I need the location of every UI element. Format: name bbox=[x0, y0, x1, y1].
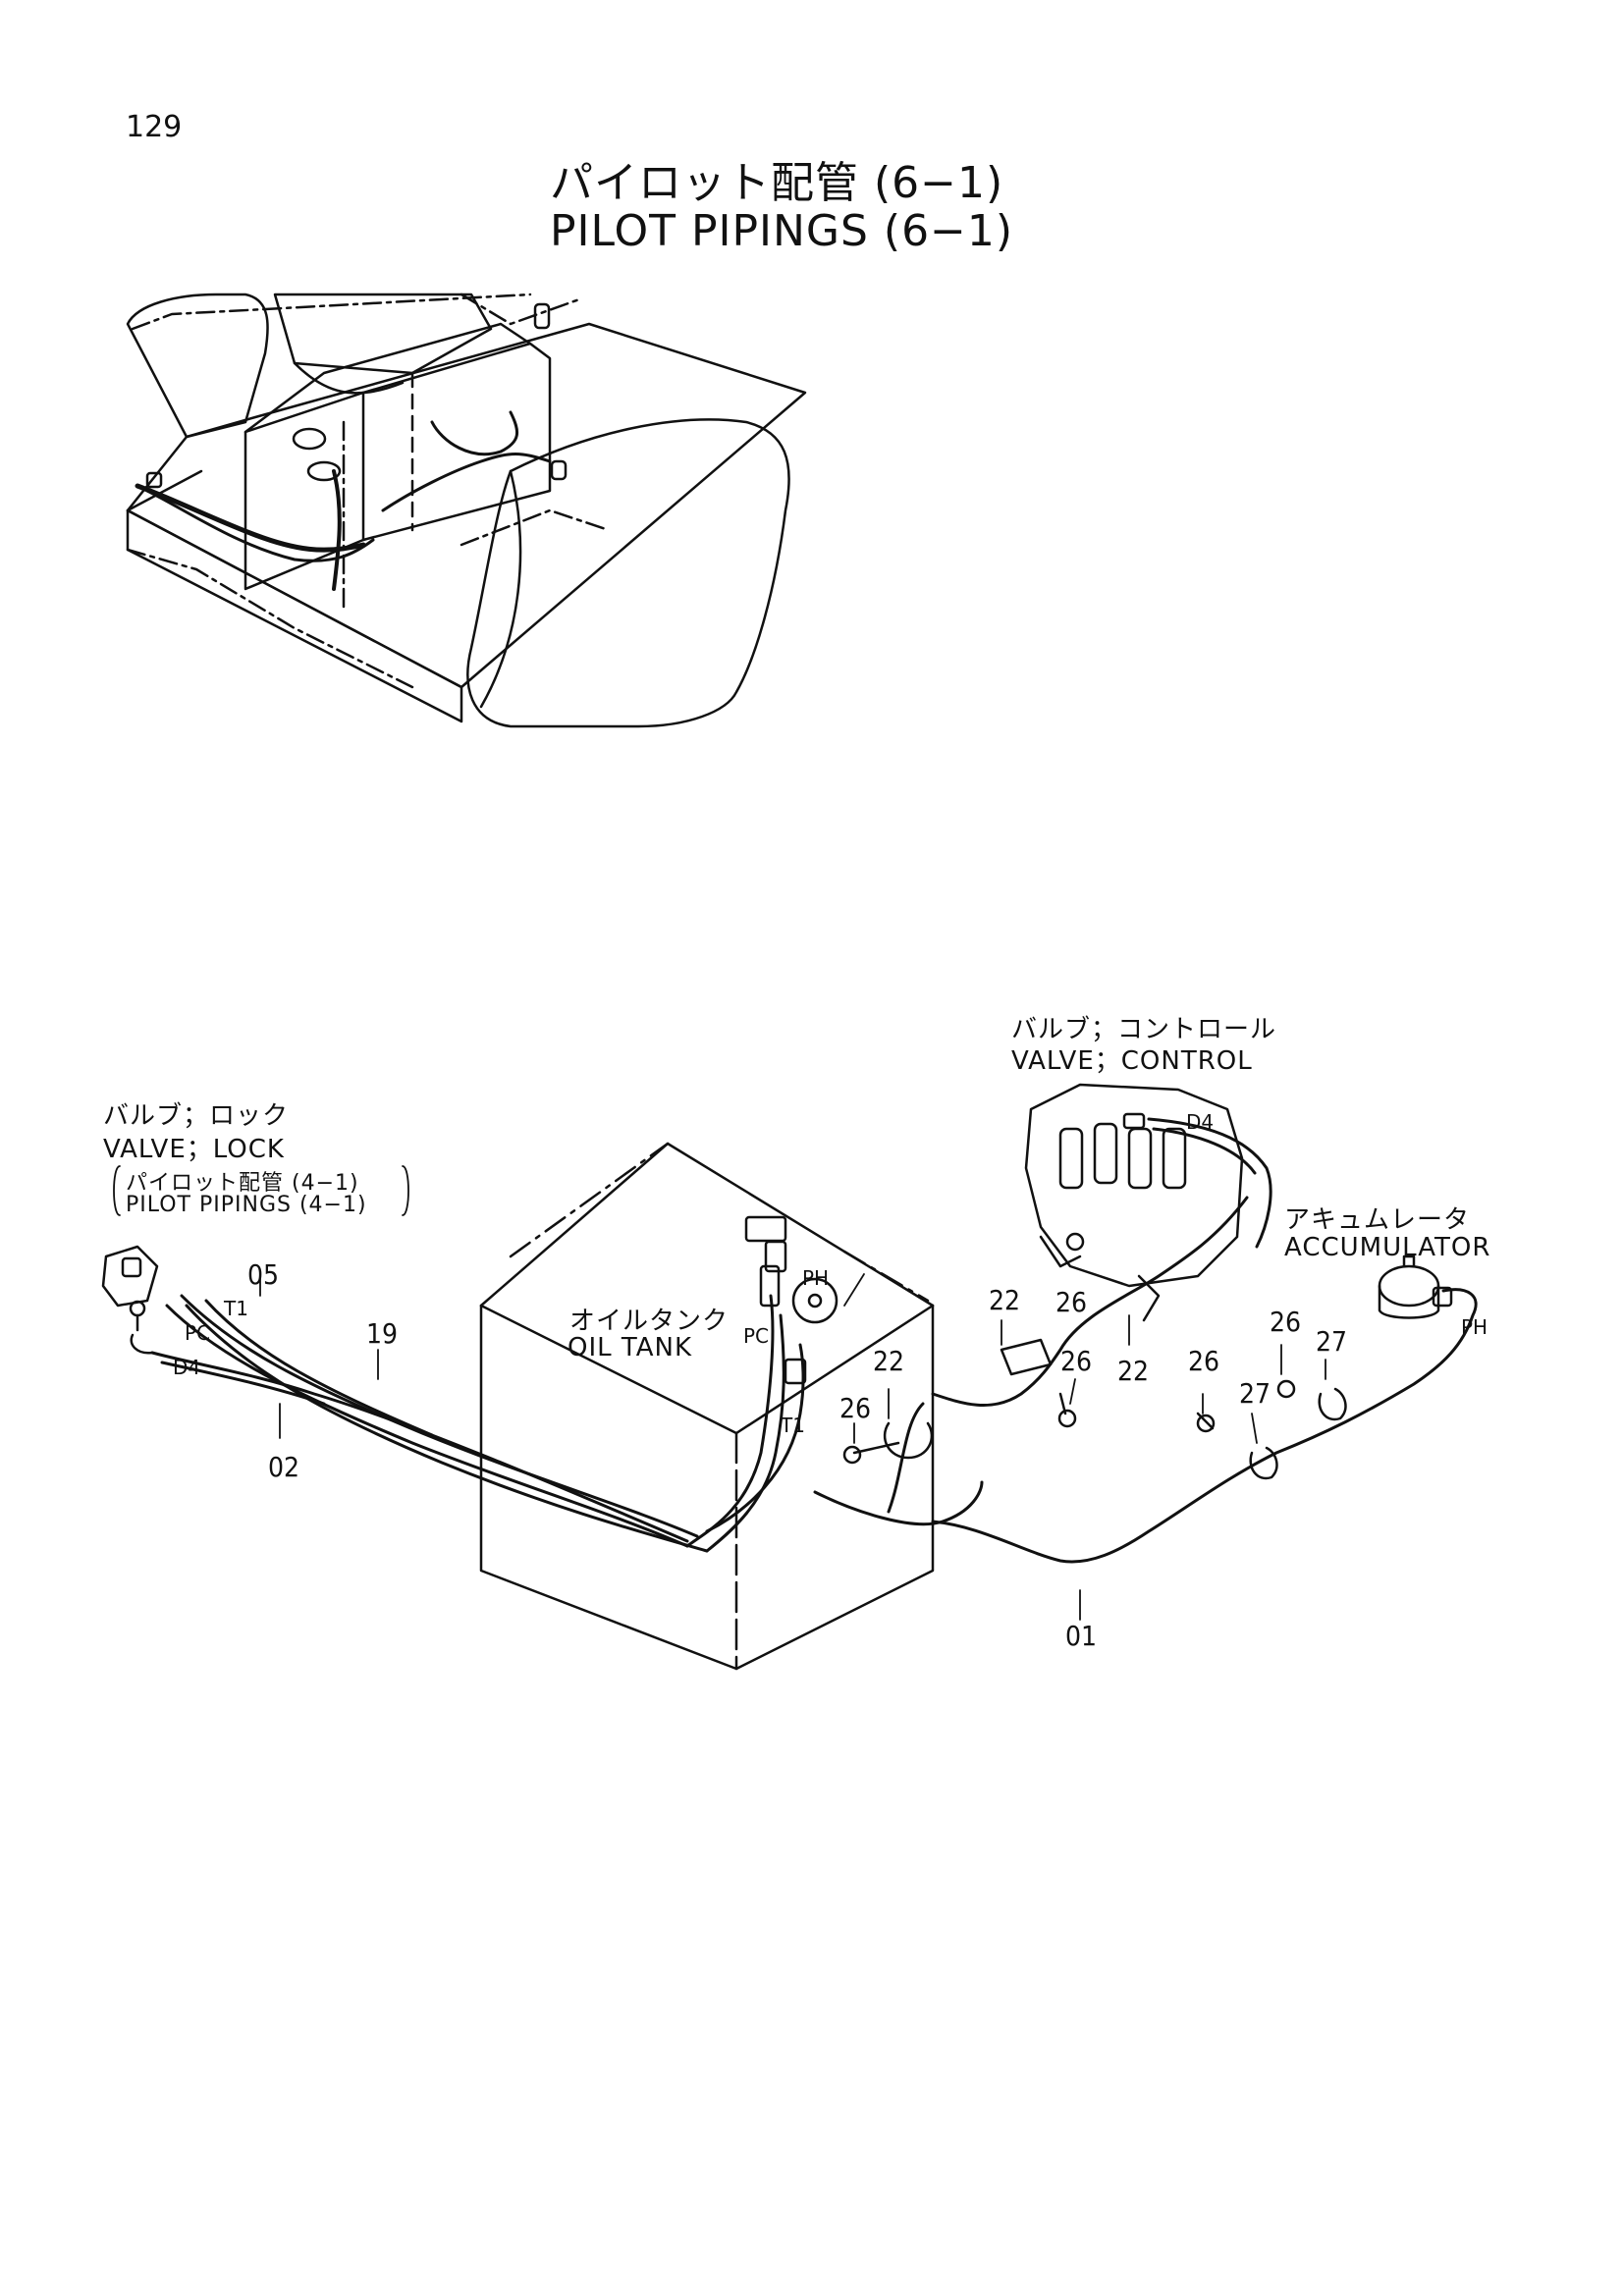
port-t1-tank: T1 bbox=[781, 1414, 805, 1437]
valve-control-label-en: VALVE；CONTROL bbox=[1011, 1046, 1253, 1076]
pilot-ref-label-en: PILOT PIPINGS (4−1) bbox=[126, 1193, 367, 1217]
oil-tank-label-jp: オイルタンク bbox=[569, 1307, 730, 1336]
part-number-01: 01 bbox=[1065, 1620, 1098, 1652]
part-number-27-a: 27 bbox=[1316, 1325, 1348, 1358]
valve-lock-label-jp: バルブ；ロック bbox=[103, 1101, 290, 1131]
hose-lines bbox=[150, 1117, 1478, 1564]
part-number-22-b: 22 bbox=[873, 1345, 905, 1377]
part-number-22-a: 22 bbox=[989, 1284, 1021, 1316]
accumulator-label-jp: アキュムレータ bbox=[1284, 1205, 1471, 1235]
pilot-ref-label-jp: パイロット配管 (4−1) bbox=[126, 1171, 359, 1196]
oil-tank-drawing bbox=[479, 1142, 935, 1671]
port-d4-control: D4 bbox=[1186, 1110, 1215, 1134]
port-pc-lock: PC bbox=[185, 1321, 211, 1345]
machine-overview-drawing bbox=[126, 293, 807, 728]
valve-lock-label-en: VALVE；LOCK bbox=[103, 1135, 285, 1164]
oil-tank-label-en: OIL TANK bbox=[568, 1333, 693, 1362]
port-d4-lock: D4 bbox=[173, 1356, 201, 1379]
lock-valve-drawing bbox=[101, 1245, 159, 1355]
clamps-drawing bbox=[842, 1274, 1347, 1480]
part-number-22-c: 22 bbox=[1117, 1355, 1150, 1387]
part-number-26-d: 26 bbox=[1188, 1345, 1220, 1377]
accumulator-drawing bbox=[1378, 1255, 1453, 1319]
part-number-02: 02 bbox=[268, 1451, 300, 1483]
port-ph-tank: PH bbox=[802, 1266, 830, 1290]
port-ph-accumulator: PH bbox=[1461, 1315, 1488, 1339]
valve-control-label-jp: バルブ；コントロール bbox=[1011, 1015, 1277, 1044]
control-valve-drawing bbox=[1024, 1083, 1244, 1288]
part-number-27-b: 27 bbox=[1239, 1377, 1271, 1410]
part-number-26-e: 26 bbox=[1270, 1306, 1302, 1338]
part-number-26-c: 26 bbox=[839, 1392, 872, 1424]
part-number-26-b: 26 bbox=[1060, 1345, 1093, 1377]
part-number-05: 05 bbox=[247, 1258, 280, 1291]
ref-bracket-left bbox=[113, 1165, 121, 1216]
part-number-26-a: 26 bbox=[1055, 1286, 1088, 1318]
page-number: 129 bbox=[126, 110, 183, 144]
port-t1-lock: T1 bbox=[224, 1297, 248, 1320]
tank-fittings-drawing bbox=[744, 1215, 839, 1385]
part-number-19: 19 bbox=[366, 1317, 399, 1350]
ref-bracket-right bbox=[402, 1165, 409, 1216]
page-title-jp: パイロット配管 (6−1) bbox=[550, 158, 1004, 208]
accumulator-label-en: ACCUMULATOR bbox=[1284, 1233, 1491, 1262]
leader-lines bbox=[259, 1273, 1326, 1621]
page-title-en: PILOT PIPINGS (6−1) bbox=[550, 206, 1014, 256]
port-pc-tank: PC bbox=[743, 1324, 770, 1348]
